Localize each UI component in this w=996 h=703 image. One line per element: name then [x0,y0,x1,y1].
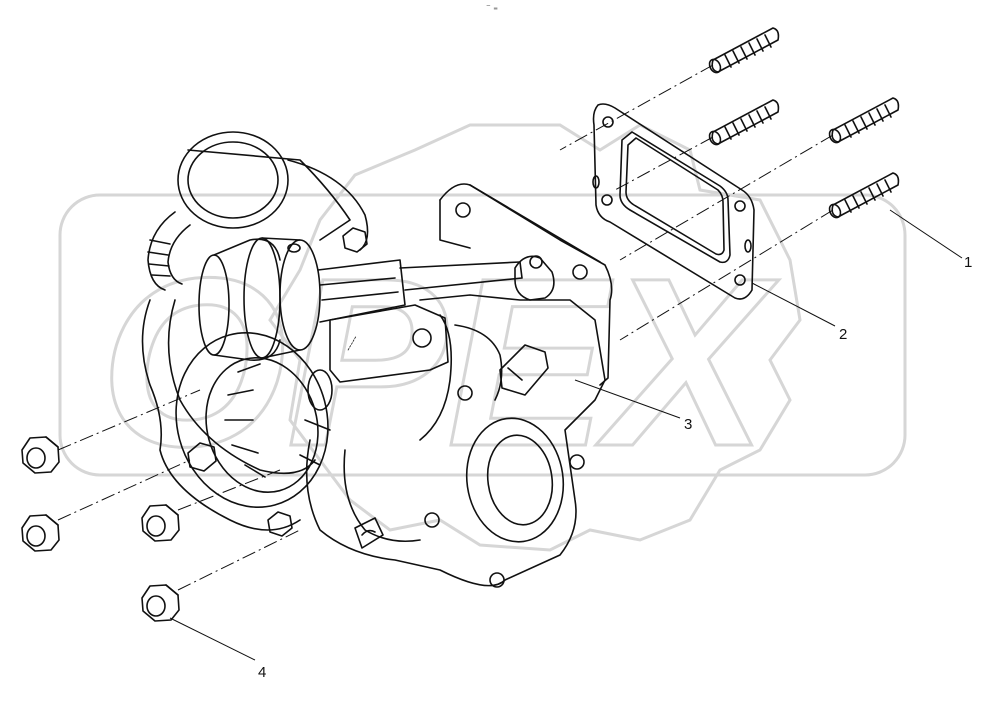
watermark: OPEX [58,123,907,552]
watermark-text: OPEX [100,228,780,496]
callout-4: 4 [258,664,267,681]
callout-3: 3 [684,416,693,433]
leader-lines [169,209,963,661]
turbocharger: ----- [141,131,613,588]
stud-1a [708,27,780,74]
center-lines [57,64,834,591]
nut-4a [21,436,60,474]
gasket [592,103,755,300]
callout-1: 1 [964,254,973,271]
nut-4b [21,514,60,552]
callout-2: 2 [839,326,848,343]
nut-4c [141,504,180,542]
stud-1c [828,97,900,144]
nut-4d [141,584,180,622]
header-mark: ⁻ ₌ [486,2,499,12]
stud-1b [708,99,780,146]
